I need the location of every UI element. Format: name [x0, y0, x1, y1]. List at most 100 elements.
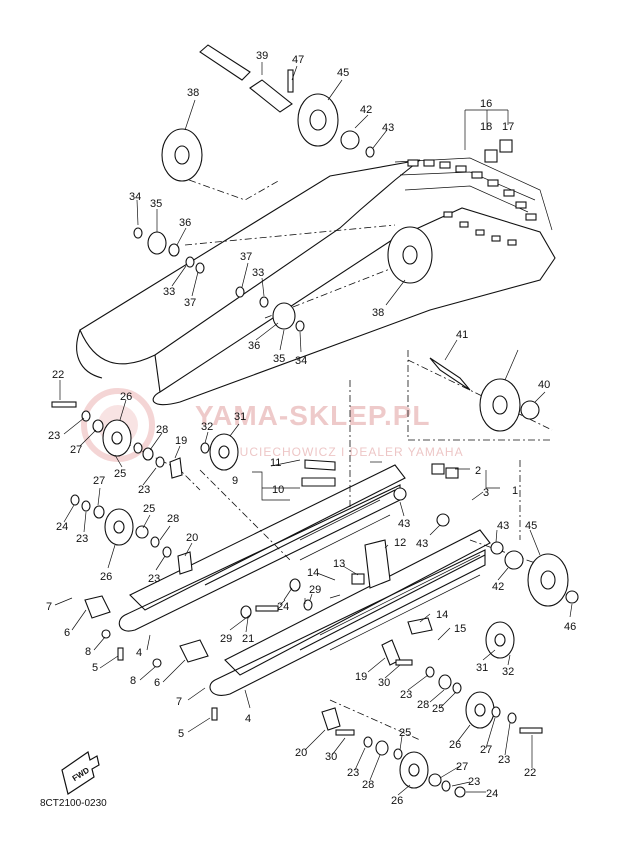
callout-34b: 34: [295, 355, 307, 367]
callout-4a: 4: [136, 647, 142, 659]
callout-37b: 37: [184, 297, 196, 309]
watermark-subtitle: ŁUCIECHOWICZ I DEALER YAMAHA: [232, 445, 464, 459]
pin-47: [287, 69, 294, 93]
callout-15: 15: [454, 623, 466, 635]
callout-32b: 32: [502, 666, 514, 678]
callout-6b: 6: [154, 677, 160, 689]
callout-18: 18: [480, 121, 492, 133]
callout-36a: 36: [179, 217, 191, 229]
callout-42a: 42: [360, 104, 372, 116]
callout-43b: 43: [398, 518, 410, 530]
bolt-30-b: [335, 729, 355, 736]
callout-10: 10: [272, 484, 284, 496]
wheel-31-b: [485, 621, 515, 659]
callout-33a: 33: [163, 286, 175, 298]
wheel-26-d: [399, 751, 429, 789]
callout-27d: 27: [456, 761, 468, 773]
callout-41: 41: [456, 329, 468, 341]
watermark-title: YAMA-SKLEP.PL: [195, 400, 431, 431]
callout-32a: 32: [201, 421, 213, 433]
fwd-arrow-icon: FWD: [61, 751, 100, 795]
callout-37a: 37: [240, 251, 252, 263]
callout-38b: 38: [372, 307, 384, 319]
callout-layer: 1 2 3 4 4 5 5 6 6 7 7 8 8 9 10 11 12 13 …: [46, 50, 576, 807]
wheel-45-top: [297, 93, 339, 147]
callout-42b: 42: [492, 581, 504, 593]
callout-29b: 29: [220, 633, 232, 645]
bolt-21: [255, 605, 279, 612]
callout-35a: 35: [150, 198, 162, 210]
callout-40: 40: [538, 379, 550, 391]
callout-20b: 20: [295, 747, 307, 759]
callout-7b: 7: [176, 696, 182, 708]
callout-33b: 33: [252, 267, 264, 279]
wheel-44: [479, 378, 521, 432]
collar-41: [429, 357, 471, 391]
callout-26d: 26: [391, 795, 403, 807]
bolt-22-bottom: [519, 727, 543, 734]
bracket-19-a: [169, 457, 183, 479]
callout-45a: 45: [337, 67, 349, 79]
plate-11: [304, 459, 336, 471]
wheel-26-a: [102, 419, 132, 457]
callout-17: 17: [502, 121, 514, 133]
callout-25b: 25: [143, 503, 155, 515]
bolt-30-a: [395, 659, 413, 666]
callout-26b: 26: [100, 571, 112, 583]
callout-28a: 28: [156, 424, 168, 436]
callout-27c: 27: [480, 744, 492, 756]
clip-18: [484, 149, 498, 163]
callout-26c: 26: [449, 739, 461, 751]
callout-43a: 43: [382, 122, 394, 134]
callout-27a: 27: [70, 444, 82, 456]
callout-28b: 28: [167, 513, 179, 525]
bracket-2-b: [445, 467, 459, 479]
callout-14a: 14: [307, 567, 319, 579]
callout-6a: 6: [64, 627, 70, 639]
callout-20a: 20: [186, 532, 198, 544]
screw-5-b: [211, 707, 218, 721]
callout-43d: 43: [497, 520, 509, 532]
bolt-22-top: [51, 401, 77, 408]
callout-11: 11: [270, 457, 281, 469]
callout-14b: 14: [436, 609, 448, 621]
wheel-38-upper: [161, 128, 203, 182]
callout-38a: 38: [187, 87, 199, 99]
callout-23f: 23: [498, 754, 510, 766]
callout-25c: 25: [432, 703, 444, 715]
callout-43c: 43: [416, 538, 428, 550]
alignment-lines: [119, 174, 556, 741]
plate-14-b: [407, 617, 433, 635]
callout-7a: 7: [46, 601, 52, 613]
callout-19a: 19: [175, 435, 187, 447]
callout-39: 39: [256, 50, 268, 62]
bracket-20-a: [177, 551, 193, 575]
callout-45b: 45: [525, 520, 537, 532]
callout-21: 21: [242, 633, 254, 645]
wheel-31-a: [209, 433, 239, 471]
wheel-26-b: [104, 508, 134, 546]
callout-12: 12: [394, 537, 406, 549]
callout-35b: 35: [273, 353, 285, 365]
wheel-38-lower: [387, 226, 433, 284]
callout-23b: 23: [138, 484, 150, 496]
callout-23e: 23: [400, 689, 412, 701]
callout-31b: 31: [476, 662, 488, 674]
callout-24b: 24: [277, 601, 289, 613]
callout-16: 16: [480, 98, 492, 110]
callout-24a: 24: [56, 521, 68, 533]
collar-40: [520, 400, 540, 420]
callout-23a: 23: [48, 430, 60, 442]
shaft-39: [199, 44, 251, 81]
callout-25a: 25: [114, 468, 126, 480]
callout-23g: 23: [347, 767, 359, 779]
clip-17: [499, 139, 513, 153]
callout-30b: 30: [325, 751, 337, 763]
callout-47: 47: [292, 54, 304, 66]
callout-8b: 8: [130, 675, 136, 687]
collar-39: [249, 79, 293, 113]
end-cap-6-b: [179, 639, 209, 663]
callout-46: 46: [564, 621, 576, 633]
